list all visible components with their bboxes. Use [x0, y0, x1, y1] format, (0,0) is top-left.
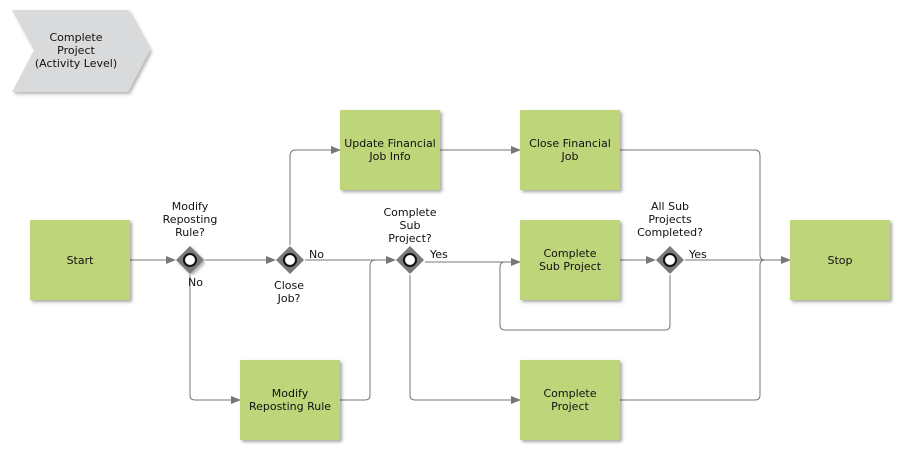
edge-label-all-yes: Yes	[689, 248, 707, 261]
edge-all-gateway-loop	[499, 261, 671, 331]
node-close-financial-job[interactable]: Close Financial Job	[520, 110, 620, 190]
node-start[interactable]: Start	[30, 220, 130, 300]
gateway-label-modify-reposting: Modify Reposting Rule?	[162, 200, 218, 239]
gateway-label-all-sub: All Sub Projects Completed?	[637, 200, 703, 239]
edge-label-complete-yes: Yes	[430, 248, 448, 261]
process-title: Complete Project (Activity Level)	[34, 30, 118, 70]
node-modify-reposting-rule[interactable]: Modify Reposting Rule	[240, 360, 340, 440]
edge-complete-gateway-to-complete-project	[409, 275, 521, 404]
edge-label-close-no: No	[309, 248, 324, 261]
edge-close-financial-to-stop	[620, 149, 766, 261]
edge-modify-gateway-no	[189, 275, 241, 404]
node-stop[interactable]: Stop	[790, 220, 890, 300]
gateway-modify-reposting[interactable]	[175, 245, 205, 275]
node-complete-project[interactable]: Complete Project	[520, 360, 620, 440]
node-update-financial-job-info[interactable]: Update Financial Job Info	[340, 110, 440, 190]
gateway-complete-sub-project[interactable]	[395, 245, 425, 275]
gateway-close-job[interactable]	[275, 245, 305, 275]
edge-label-modify-no: No	[188, 276, 203, 289]
gateway-label-complete-sub: Complete Sub Project?	[383, 206, 437, 245]
title-chevron-shape	[12, 10, 150, 92]
gateway-label-close-job: Close Job?	[274, 279, 304, 305]
edge-close-gateway-to-update	[289, 146, 341, 245]
edge-modify-rule-to-complete-gateway	[340, 259, 377, 401]
gateway-all-sub-projects[interactable]	[655, 245, 685, 275]
node-complete-sub-project[interactable]: Complete Sub Project	[520, 220, 620, 300]
edge-complete-project-to-stop	[620, 259, 766, 401]
